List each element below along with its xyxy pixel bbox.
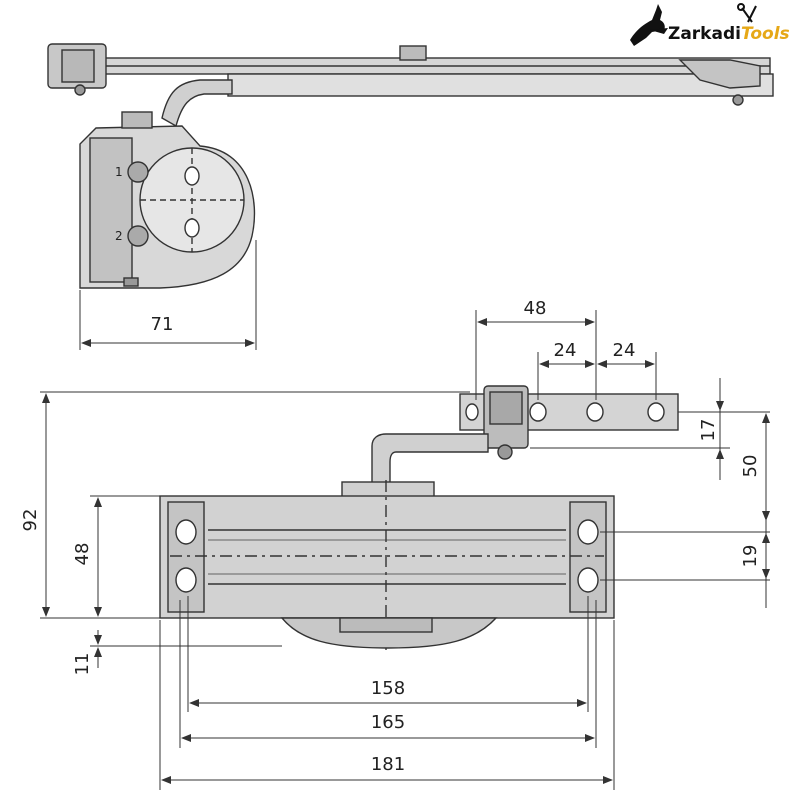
svg-text:ZarkadiTools: ZarkadiTools	[668, 24, 790, 44]
mount-screw-1	[127, 161, 149, 183]
dim-length-inner: 158	[371, 678, 405, 699]
mount-label-2: 2	[115, 229, 123, 243]
front-dimensions	[40, 310, 770, 790]
tools-icon	[737, 3, 757, 23]
dim-length-overall: 181	[371, 754, 405, 775]
dim-overall-height: 92	[20, 509, 41, 532]
top-view	[47, 43, 774, 289]
dim-bracket-height: 17	[698, 419, 719, 442]
dim-body-height: 48	[72, 543, 93, 566]
dimension-71	[79, 240, 257, 350]
dim-bracket-left: 24	[554, 340, 577, 361]
brand-name-part1: Zarkadi	[668, 24, 741, 44]
dim-arm-offset: 50	[740, 455, 761, 478]
dim-bracket-total: 48	[524, 298, 547, 319]
mount-screw-2	[127, 225, 149, 247]
dim-bottom-offset: 11	[72, 653, 93, 676]
leaping-deer-icon	[630, 4, 668, 46]
mount-label-1: 1	[115, 165, 123, 179]
brand-logo: ZarkadiTools	[630, 3, 790, 46]
front-view	[159, 385, 679, 650]
dim-hole-vertical: 19	[740, 545, 761, 568]
dim-bracket-right: 24	[613, 340, 636, 361]
brand-name-part2: Tools	[741, 24, 790, 44]
dim-length-holes: 165	[371, 712, 405, 733]
dimension-71-label: 71	[151, 314, 174, 335]
closer-body	[159, 495, 615, 619]
